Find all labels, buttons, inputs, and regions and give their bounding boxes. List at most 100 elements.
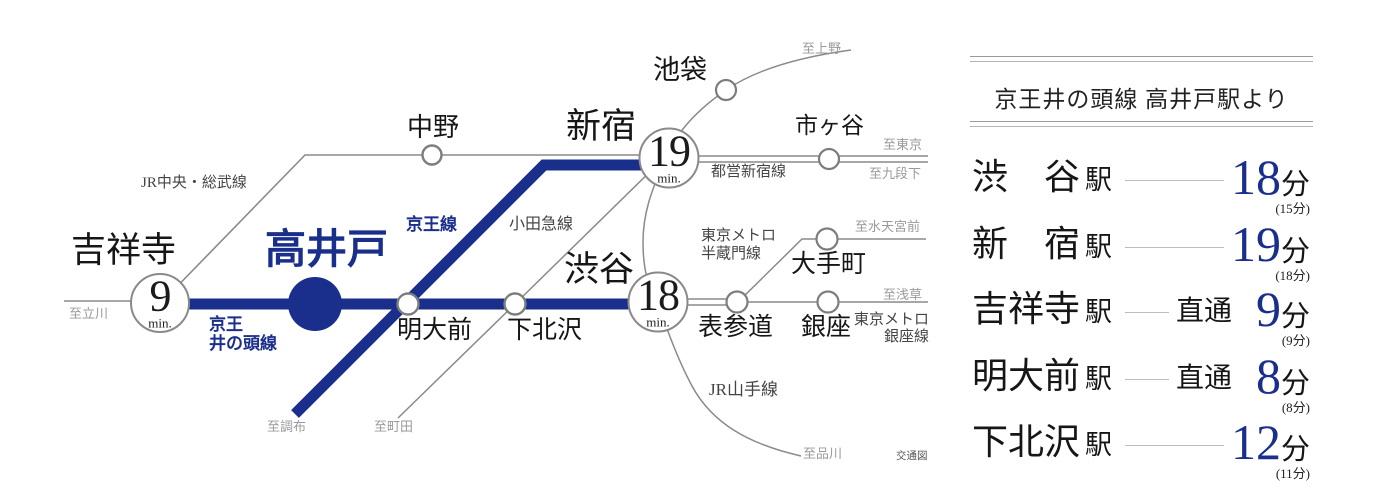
- row-direct-label: 直通: [1176, 296, 1233, 327]
- row-time: 19分: [1231, 219, 1310, 270]
- direction-label-chofu: 至調布: [267, 419, 307, 434]
- row-time-unit: 分: [1280, 169, 1310, 201]
- row-station-name: 明大前: [972, 356, 1081, 396]
- otemachi-station-dot: [815, 227, 839, 251]
- odakyu-line: [397, 159, 663, 419]
- row-time-unit: 分: [1280, 301, 1310, 333]
- row-time-unit: 分: [1280, 434, 1310, 466]
- row-time: 9分: [1256, 284, 1310, 335]
- diagram-caption: 交通図: [896, 451, 928, 462]
- nakano-station-dot: [421, 144, 443, 166]
- direction-label-suitengumae: 至水天宮前: [855, 219, 921, 234]
- shinjuku-time-unit: min.: [657, 170, 681, 186]
- line-label-odakyu: 小田急線: [509, 216, 574, 233]
- travel-time-row-shinjuku: 新宿 駅 19分 (18分): [960, 219, 1387, 283]
- omotesando-station-dot: [725, 290, 749, 314]
- shinjuku-time-badge: 19 min.: [648, 126, 691, 186]
- panel-top-rule: [970, 56, 1313, 62]
- line-label-toei-shinjuku: 都営新宿線: [711, 164, 787, 180]
- station-label-takaido: 高井戸: [265, 226, 388, 272]
- ikebukuro-station-dot: [714, 78, 738, 102]
- station-label-nakano: 中野: [407, 113, 460, 142]
- line-label-keio-inokashira-line1: 京王: [209, 315, 243, 334]
- line-label-metro-hanzomon-line1: 東京メトロ: [701, 228, 777, 244]
- kichijoji-time-unit: min.: [148, 315, 172, 331]
- kichijoji-time-value: 9: [149, 271, 171, 321]
- shibuya-time-unit: min.: [646, 314, 670, 330]
- row-station-suffix: 駅: [1085, 430, 1112, 460]
- row-time-offpeak: (11分): [1275, 466, 1310, 481]
- row-connector-line: [1125, 379, 1169, 380]
- row-time: 12分: [1231, 417, 1310, 468]
- line-label-keio: 京王線: [406, 215, 457, 234]
- row-station-name: 新宿: [972, 224, 1080, 264]
- panel-title: 京王井の頭線 高井戸駅より: [994, 87, 1289, 112]
- row-time-offpeak: (18分): [1275, 268, 1310, 283]
- travel-time-row-kichijoji: 吉祥寺 駅 直通 9分 (9分): [960, 284, 1387, 348]
- row-time-value: 19: [1230, 216, 1281, 272]
- row-time-value: 8: [1255, 348, 1281, 404]
- station-label-otemachi: 大手町: [791, 251, 867, 278]
- direction-label-tokyo: 至東京: [883, 137, 923, 152]
- row-time-value: 9: [1255, 281, 1281, 337]
- metro-hanzomon-line: [736, 238, 926, 304]
- station-label-meidaimae: 明大前: [397, 317, 473, 344]
- row-connector-line: [1125, 445, 1224, 446]
- line-label-metro-hanzomon: 東京メトロ 半蔵門線: [701, 227, 776, 263]
- row-time-offpeak: (9分): [1281, 333, 1310, 348]
- keio-line: [291, 159, 658, 418]
- row-time-offpeak: (8分): [1281, 400, 1310, 415]
- station-label-kichijoji: 吉祥寺: [71, 231, 177, 270]
- ginza-station-dot: [816, 290, 840, 314]
- ichigaya-station-dot: [817, 147, 841, 171]
- kichijoji-badge-circle: [130, 273, 190, 333]
- travel-time-row-shimokitazawa: 下北沢 駅 12分 (11分): [960, 417, 1387, 481]
- shimokitazawa-station-dot: [503, 292, 527, 316]
- station-label-shinjuku: 新宿: [566, 107, 637, 146]
- row-time-value: 12: [1230, 414, 1281, 470]
- row-time-offpeak: (15分): [1275, 201, 1310, 216]
- row-time-unit: 分: [1280, 236, 1310, 268]
- row-station-suffix: 駅: [1085, 297, 1112, 327]
- kichijoji-time-badge: 9 min.: [148, 271, 172, 331]
- line-label-jr-chuo-sobu: JR中央・総武線: [141, 175, 247, 191]
- panel-title-bottom-rule: [970, 121, 1313, 127]
- shinjuku-time-value: 19: [648, 126, 691, 176]
- line-label-metro-ginza-line2: 銀座線: [883, 329, 929, 345]
- direction-label-shinagawa: 至品川: [803, 446, 843, 461]
- row-connector-line: [1125, 247, 1224, 248]
- travel-time-row-meidaimae: 明大前 駅 直通 8分 (8分): [960, 351, 1387, 415]
- row-station-name: 下北沢: [972, 422, 1081, 462]
- direction-label-asakusa: 至浅草: [883, 287, 923, 302]
- row-time-value: 18: [1230, 149, 1281, 205]
- row-station-suffix: 駅: [1085, 165, 1112, 195]
- shibuya-time-value: 18: [637, 270, 680, 320]
- row-connector-line: [1125, 312, 1169, 313]
- row-station-name: 吉祥寺: [972, 289, 1081, 329]
- line-label-keio-inokashira: 京王 井の頭線: [209, 315, 277, 353]
- line-label-metro-ginza-line1: 東京メトロ: [853, 312, 929, 328]
- meidaimae-station-dot: [396, 292, 420, 316]
- station-label-omotesando: 表参道: [698, 314, 774, 341]
- direction-label-ueno: 至上野: [802, 41, 842, 56]
- station-label-ikebukuro: 池袋: [653, 55, 707, 85]
- line-label-metro-ginza: 東京メトロ 銀座線: [853, 312, 929, 346]
- station-label-ginza: 銀座: [801, 314, 852, 341]
- shinjuku-badge-circle: [638, 127, 700, 189]
- takaido-station-dot: [288, 277, 342, 331]
- row-direct-label: 直通: [1176, 363, 1233, 394]
- jr-chuo-sobu-line: [159, 154, 660, 305]
- route-diagram-canvas: [64, 49, 928, 457]
- row-station-suffix: 駅: [1085, 364, 1112, 394]
- row-time: 8分: [1256, 351, 1310, 402]
- line-label-keio-inokashira-line2: 井の頭線: [209, 334, 277, 353]
- route-diagram: 中野 新宿 池袋 市ヶ谷 大手町 表参道 銀座 吉祥寺 高井戸 明大前 下北沢 …: [64, 41, 929, 462]
- station-label-ichigaya: 市ヶ谷: [795, 113, 864, 138]
- direction-label-machida: 至町田: [374, 419, 414, 434]
- station-label-shibuya: 渋谷: [564, 250, 635, 289]
- shibuya-badge-circle: [627, 271, 689, 333]
- row-station-name: 渋谷: [972, 157, 1080, 197]
- row-station-suffix: 駅: [1085, 232, 1112, 262]
- line-label-metro-hanzomon-line2: 半蔵門線: [701, 246, 762, 262]
- direction-label-kudanshita: 至九段下: [869, 166, 922, 181]
